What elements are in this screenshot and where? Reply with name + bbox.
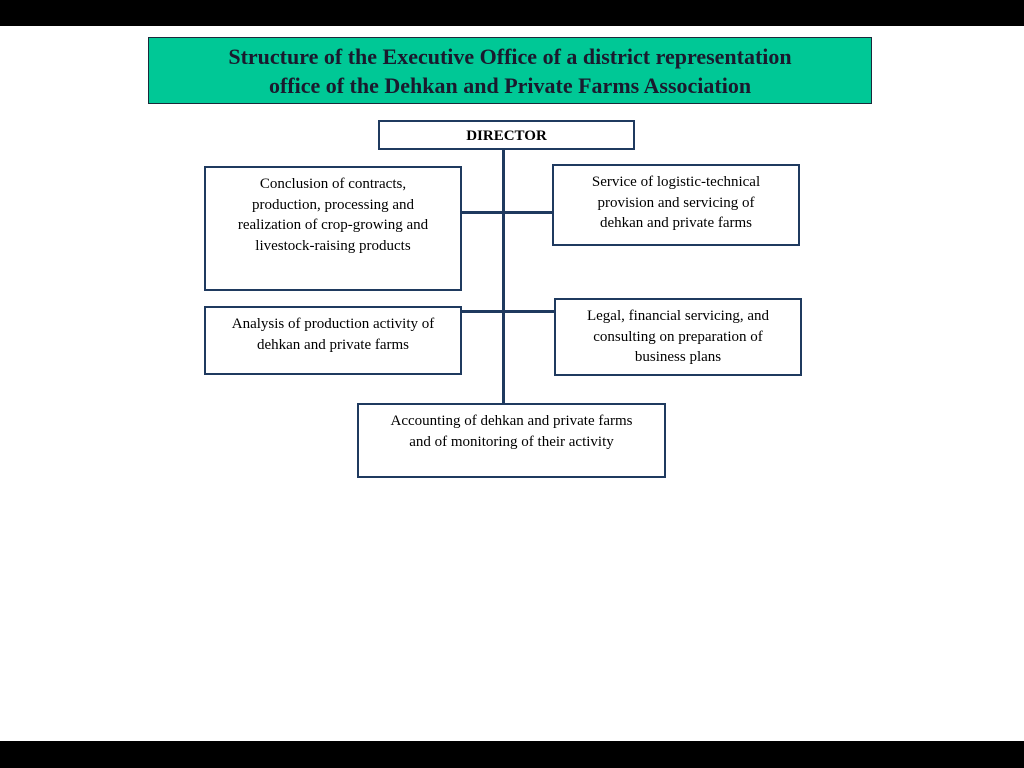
unit-text-line: consulting on preparation of	[593, 328, 763, 345]
director-label: DIRECTOR	[466, 128, 547, 144]
connector-horizontal-top	[462, 211, 552, 214]
unit-box-contracts: Conclusion of contracts, production, pro…	[204, 166, 462, 291]
connector-horizontal-middle	[462, 310, 554, 313]
unit-text-line: Accounting of dehkan and private farms	[390, 413, 633, 429]
unit-text-line: business plans	[634, 349, 722, 365]
unit-box-accounting: Accounting of dehkan and private farms a…	[357, 403, 666, 478]
slide: Structure of the Executive Office of a d…	[0, 26, 1024, 741]
unit-text-line: Analysis of production activity of	[231, 316, 435, 332]
unit-text-line: Service of logistic-technical	[591, 174, 761, 190]
unit-box-service: Service of logistic-technical provision …	[552, 164, 800, 246]
unit-text-line: production, processing and	[251, 196, 415, 213]
unit-text-line: provision and servicing of	[597, 194, 755, 211]
unit-text-line: realization of crop-growing and	[237, 217, 429, 233]
title-line-1: Structure of the Executive Office of a d…	[228, 43, 792, 69]
unit-text-line: Conclusion of contracts,	[259, 176, 407, 192]
unit-text-line: Legal, financial servicing, and	[586, 308, 769, 324]
unit-box-legal: Legal, financial servicing, and consulti…	[554, 298, 802, 376]
unit-text-line: dehkan and private farms	[599, 215, 753, 231]
unit-text-line: livestock-raising products	[255, 237, 411, 254]
unit-text-line: and of monitoring of their activity	[409, 433, 614, 450]
director-box: DIRECTOR	[378, 120, 635, 150]
connector-vertical	[502, 150, 505, 403]
title-line-2: office of the Dehkan and Private Farms A…	[268, 72, 752, 98]
unit-text-line: dehkan and private farms	[256, 336, 410, 353]
unit-box-analysis: Analysis of production activity of dehka…	[204, 306, 462, 375]
diagram-title: Structure of the Executive Office of a d…	[148, 37, 872, 104]
